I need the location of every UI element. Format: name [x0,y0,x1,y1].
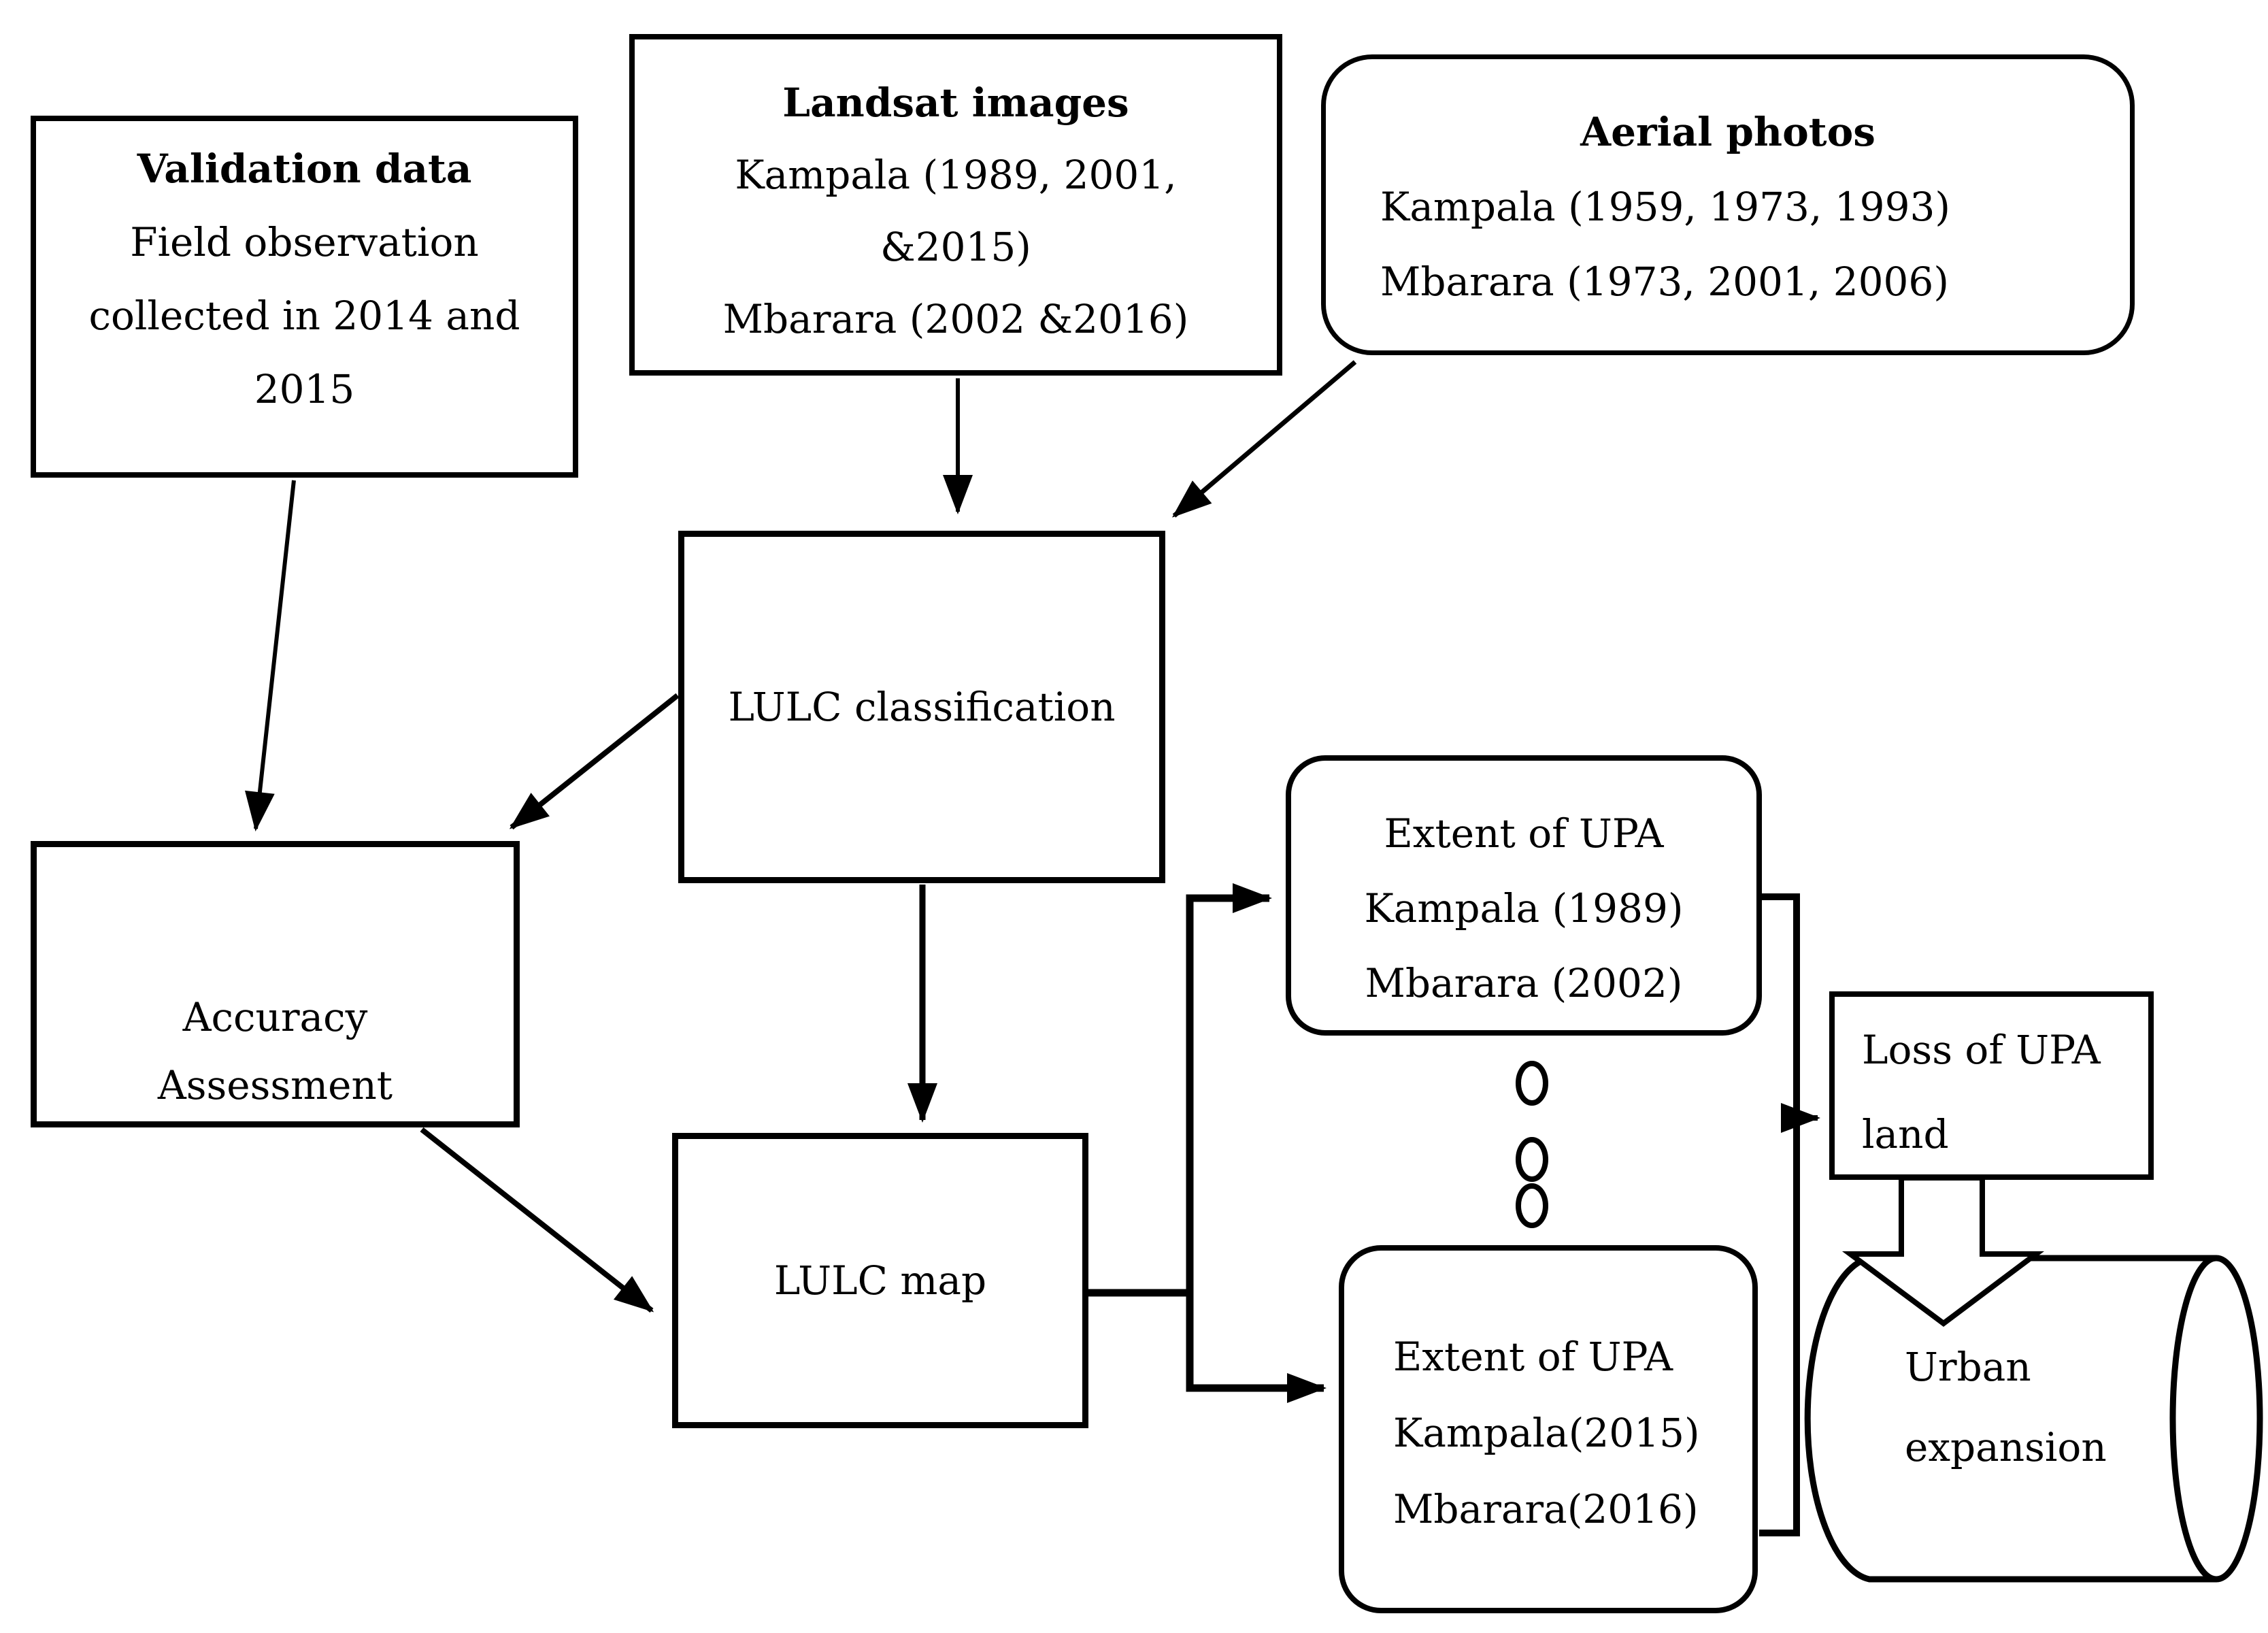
aerial-photos-title: Aerial photos [1580,109,1875,155]
accuracy-assessment-line: Accuracy [182,994,368,1040]
extent-upa-late-line: Extent of UPA [1393,1334,1673,1380]
validation-data-line: collected in 2014 and [88,293,520,339]
node-loss-of-upa-land: Loss of UPA land [1829,991,2154,1180]
loss-of-upa-line: land [1862,1111,1949,1157]
landsat-images-title: Landsat images [782,80,1129,126]
lulc-map-label: LULC map [773,1257,987,1304]
node-landsat-images: Landsat images Kampala (1989, 2001, &201… [629,34,1282,376]
landsat-images-line: Mbarara (2002 &2016) [722,296,1189,342]
arrow-aerial-to-classification [1171,360,1357,518]
ellipsis-dot-2 [1516,1137,1548,1182]
arrow-accuracy-to-map [420,1127,654,1313]
connector-map-to-extent-top [1088,883,1272,1297]
urban-expansion-line: expansion [1905,1424,2107,1470]
loss-of-upa-line: Loss of UPA [1862,1027,2101,1073]
node-accuracy-assessment: Accuracy Assessment [31,841,520,1127]
ellipsis-dot-3 [1516,1183,1548,1228]
lulc-classification-label: LULC classification [728,684,1116,730]
node-lulc-classification: LULC classification [678,531,1165,883]
arrow-validation-to-accuracy [245,480,296,831]
validation-data-title: Validation data [137,146,472,192]
urban-expansion-label: Urban expansion [1905,1327,2190,1487]
node-aerial-photos: Aerial photos Kampala (1959, 1973, 1993)… [1321,54,2135,355]
aerial-photos-line: Mbarara (1973, 2001, 2006) [1380,259,1949,305]
validation-data-line: Field observation [130,219,479,265]
extent-upa-late-line: Mbarara(2016) [1393,1486,1699,1532]
node-validation-data: Validation data Field observation collec… [31,116,578,478]
connector-map-to-extent-bottom [1186,1293,1327,1403]
validation-data-line: 2015 [254,366,355,412]
connector-extent-bracket [1759,893,1800,1536]
urban-expansion-line: Urban [1905,1344,2031,1390]
ellipsis-dot-1 [1516,1061,1548,1106]
urban-expansion-cylinder-body [1804,1255,2216,1583]
landsat-images-line: Kampala (1989, 2001, [735,152,1177,198]
extent-upa-early-line: Mbarara (2002) [1365,960,1683,1006]
node-extent-upa-early: Extent of UPA Kampala (1989) Mbarara (20… [1286,755,1762,1036]
extent-upa-early-line: Kampala (1989) [1364,885,1684,931]
aerial-photos-line: Kampala (1959, 1973, 1993) [1380,184,1950,230]
block-arrow-loss-to-urban [1841,1175,2044,1327]
arrow-classification-to-accuracy [509,693,680,830]
accuracy-assessment-line: Assessment [157,1062,393,1108]
extent-upa-early-line: Extent of UPA [1384,810,1664,857]
node-lulc-map: LULC map [672,1133,1088,1428]
node-extent-upa-late: Extent of UPA Kampala(2015) Mbarara(2016… [1339,1245,1758,1613]
landsat-images-line: &2015) [880,224,1031,270]
extent-upa-late-line: Kampala(2015) [1393,1410,1700,1456]
urban-expansion-cylinder-cap [2169,1255,2263,1583]
